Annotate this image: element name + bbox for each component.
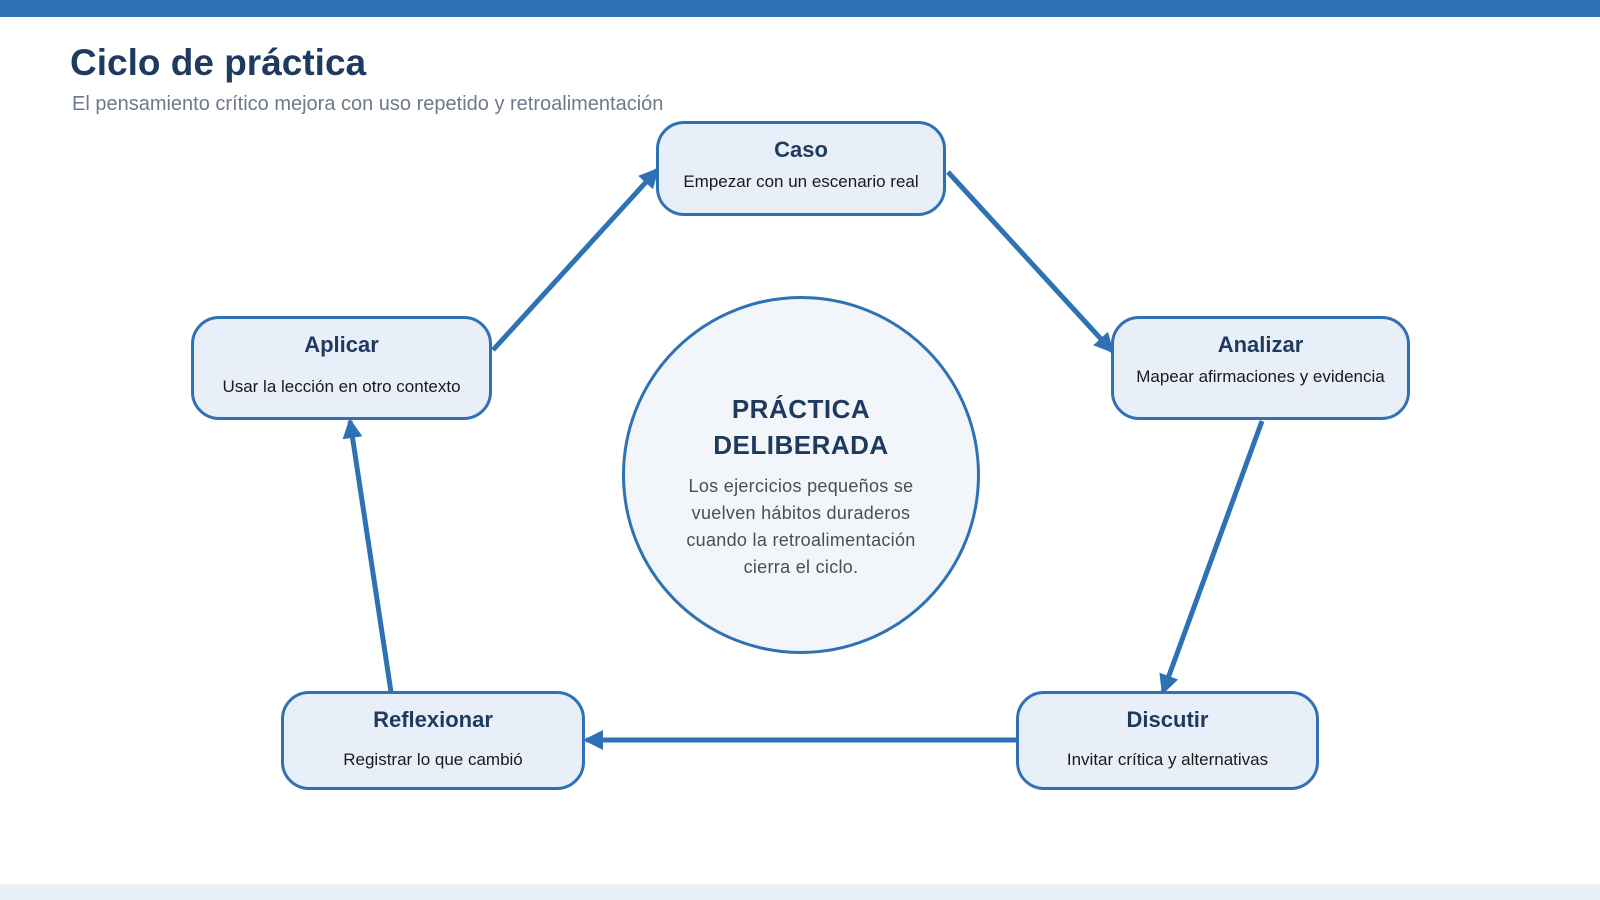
arrow-reflexionar-to-aplicar	[342, 418, 394, 693]
bottom-band	[0, 884, 1600, 900]
step-description: Invitar crítica y alternativas	[1066, 750, 1269, 769]
center-description: Los ejercicios pequeños se vuelven hábit…	[686, 476, 916, 577]
step-title: Analizar	[1217, 332, 1304, 357]
step-description: Registrar lo que cambió	[343, 750, 523, 769]
step-description: Usar la lección en otro contexto	[222, 377, 461, 396]
page-subtitle: El pensamiento crítico mejora con uso re…	[72, 93, 664, 115]
page-title: Ciclo de práctica	[70, 42, 367, 83]
step-title: Aplicar	[304, 332, 379, 357]
step-aplicar: Aplicar Usar la lección en otro contexto	[191, 316, 492, 420]
arrow-analizar-to-discutir	[1159, 420, 1265, 695]
step-reflexionar: Reflexionar Registrar lo que cambió	[281, 691, 585, 790]
step-title: Reflexionar	[373, 707, 493, 732]
step-description: Mapear afirmaciones y evidencia	[1136, 367, 1385, 386]
top-accent-bar	[0, 0, 1600, 17]
arrow-caso-to-analizar	[946, 170, 1115, 354]
step-analizar: Analizar Mapear afirmaciones y evidencia	[1111, 316, 1410, 420]
step-description: Empezar con un escenario real	[683, 172, 919, 191]
arrow-aplicar-to-caso	[491, 167, 660, 352]
step-title: Discutir	[1126, 707, 1209, 732]
center-circle: PRÁCTICA DELIBERADA Los ejercicios peque…	[622, 296, 980, 654]
step-discutir: Discutir Invitar crítica y alternativas	[1016, 691, 1319, 790]
step-title: Caso	[774, 137, 828, 162]
center-title: PRÁCTICA DELIBERADA	[713, 394, 889, 460]
step-caso: Caso Empezar con un escenario real	[656, 121, 946, 216]
